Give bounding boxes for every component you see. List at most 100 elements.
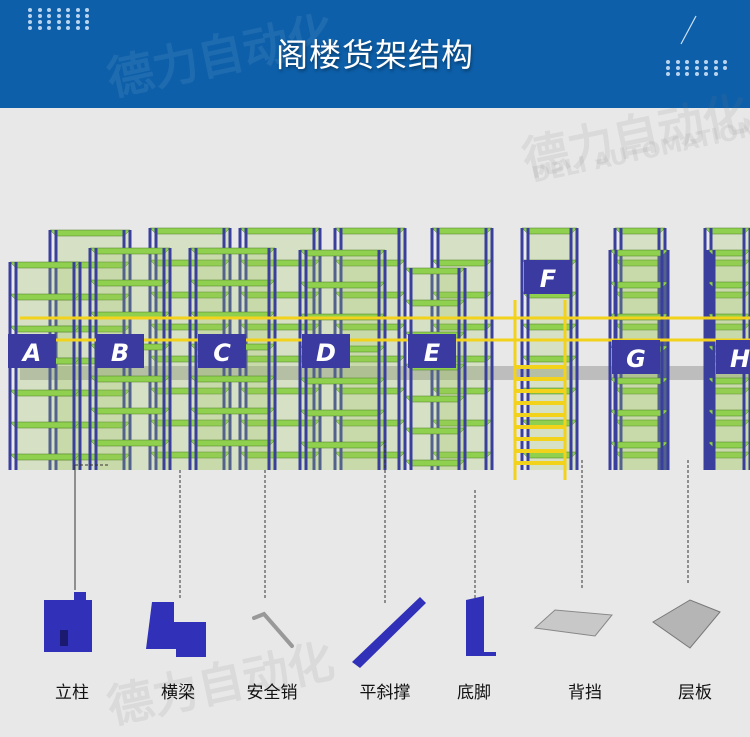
rack-shelf bbox=[610, 282, 668, 288]
rack-shelf bbox=[522, 356, 577, 362]
rack-upright bbox=[299, 250, 302, 470]
rack-upright bbox=[491, 228, 494, 470]
rack-upright bbox=[713, 250, 716, 470]
safety-pin-icon bbox=[254, 614, 292, 646]
rack-upright bbox=[609, 250, 612, 470]
rack-shelf bbox=[522, 228, 577, 234]
rack-upright bbox=[189, 248, 192, 470]
rack-upright bbox=[73, 262, 76, 470]
back-panel-icon bbox=[535, 610, 612, 636]
part-label: 安全销 bbox=[247, 678, 298, 703]
rack-shelf bbox=[190, 248, 275, 254]
rack-upright bbox=[169, 248, 172, 470]
rack-upright bbox=[576, 228, 579, 470]
rack-shelf bbox=[190, 408, 275, 414]
header-banner: 德力自动化 阁楼货架结构 bbox=[0, 0, 750, 108]
rack-shelf bbox=[190, 376, 275, 382]
beam-icon bbox=[146, 602, 206, 657]
rack-shelf bbox=[190, 440, 275, 446]
rack-shelf bbox=[90, 440, 170, 446]
rack-shelf bbox=[432, 228, 492, 234]
rack-shelf bbox=[300, 282, 385, 288]
rack-shelf bbox=[405, 396, 465, 402]
rack-shelf bbox=[610, 442, 668, 448]
section-label-e: E bbox=[424, 339, 441, 367]
base-plate-icon bbox=[466, 596, 496, 656]
rack-shelf bbox=[10, 294, 80, 300]
rack-upright bbox=[404, 268, 407, 470]
rack-upright bbox=[485, 228, 488, 470]
rack-shelf bbox=[50, 230, 130, 236]
rack-upright bbox=[89, 248, 92, 470]
rack-shelf bbox=[522, 324, 577, 330]
rack-shelf bbox=[240, 228, 320, 234]
rack-shelf bbox=[10, 326, 80, 332]
rack-upright bbox=[410, 268, 413, 470]
part-label: 平斜撑 bbox=[360, 678, 411, 703]
slash-decoration bbox=[678, 14, 698, 46]
rack-upright bbox=[521, 228, 524, 470]
rack-shelf bbox=[335, 228, 405, 234]
rack-shelf bbox=[300, 442, 385, 448]
leader-line bbox=[75, 465, 110, 590]
part-label: 立柱 bbox=[55, 678, 89, 703]
stair-step bbox=[515, 377, 565, 381]
rack-shelf bbox=[90, 408, 170, 414]
part-label: 底脚 bbox=[457, 678, 491, 703]
rack-shelf bbox=[405, 268, 465, 274]
part-label: 背挡 bbox=[568, 678, 602, 703]
rack-upright bbox=[667, 250, 670, 470]
rack-upright bbox=[704, 228, 707, 470]
stair-step bbox=[515, 389, 565, 393]
rack-shelf bbox=[10, 454, 80, 460]
rack-upright bbox=[384, 250, 387, 470]
rack-shelf bbox=[432, 260, 492, 266]
rack-shelf bbox=[610, 410, 668, 416]
rack-shelf bbox=[610, 250, 668, 256]
rack-shelf bbox=[405, 460, 465, 466]
stair-step bbox=[515, 437, 565, 441]
stair-step bbox=[515, 425, 565, 429]
rack-shelf bbox=[405, 300, 465, 306]
section-label-h: H bbox=[730, 345, 750, 373]
section-label-f: F bbox=[540, 265, 557, 293]
rack-shelf bbox=[300, 378, 385, 384]
stair-step bbox=[515, 449, 565, 453]
rack-upright bbox=[163, 248, 166, 470]
bracing-icon bbox=[352, 597, 426, 668]
part-label: 层板 bbox=[678, 678, 712, 703]
rack-shelf bbox=[150, 228, 230, 234]
rack-upright bbox=[268, 248, 271, 470]
section-label-b: B bbox=[111, 339, 129, 367]
rack-upright bbox=[661, 250, 664, 470]
rack-upright bbox=[398, 228, 401, 470]
rack-shelf bbox=[610, 378, 668, 384]
part-label: 横梁 bbox=[161, 678, 195, 703]
rack-shelf bbox=[90, 376, 170, 382]
dot-pattern-decoration bbox=[28, 8, 92, 30]
rack-shelf bbox=[10, 390, 80, 396]
rack-upright bbox=[195, 248, 198, 470]
section-label-a: A bbox=[21, 339, 42, 367]
section-label-g: G bbox=[626, 345, 646, 373]
rack-upright bbox=[79, 262, 82, 470]
rack-shelf bbox=[405, 428, 465, 434]
rack-shelf bbox=[10, 262, 80, 268]
rack-shelf bbox=[190, 280, 275, 286]
rack-upright bbox=[458, 268, 461, 470]
stair-step bbox=[515, 461, 565, 465]
shelf-panel-icon bbox=[653, 600, 720, 648]
stair-step bbox=[515, 365, 565, 369]
rack-shelf bbox=[10, 422, 80, 428]
section-label-c: C bbox=[213, 339, 231, 367]
mezzanine-rack-diagram: A B C D E F G H bbox=[0, 108, 750, 668]
stair-step bbox=[515, 413, 565, 417]
rack-upright bbox=[464, 268, 467, 470]
rack-upright bbox=[378, 250, 381, 470]
section-label-d: D bbox=[316, 339, 336, 367]
rack-shelf bbox=[300, 410, 385, 416]
upright-hole bbox=[60, 630, 68, 646]
rack-upright bbox=[274, 248, 277, 470]
page-title: 阁楼货架结构 bbox=[0, 30, 750, 76]
rack-upright bbox=[707, 250, 710, 470]
